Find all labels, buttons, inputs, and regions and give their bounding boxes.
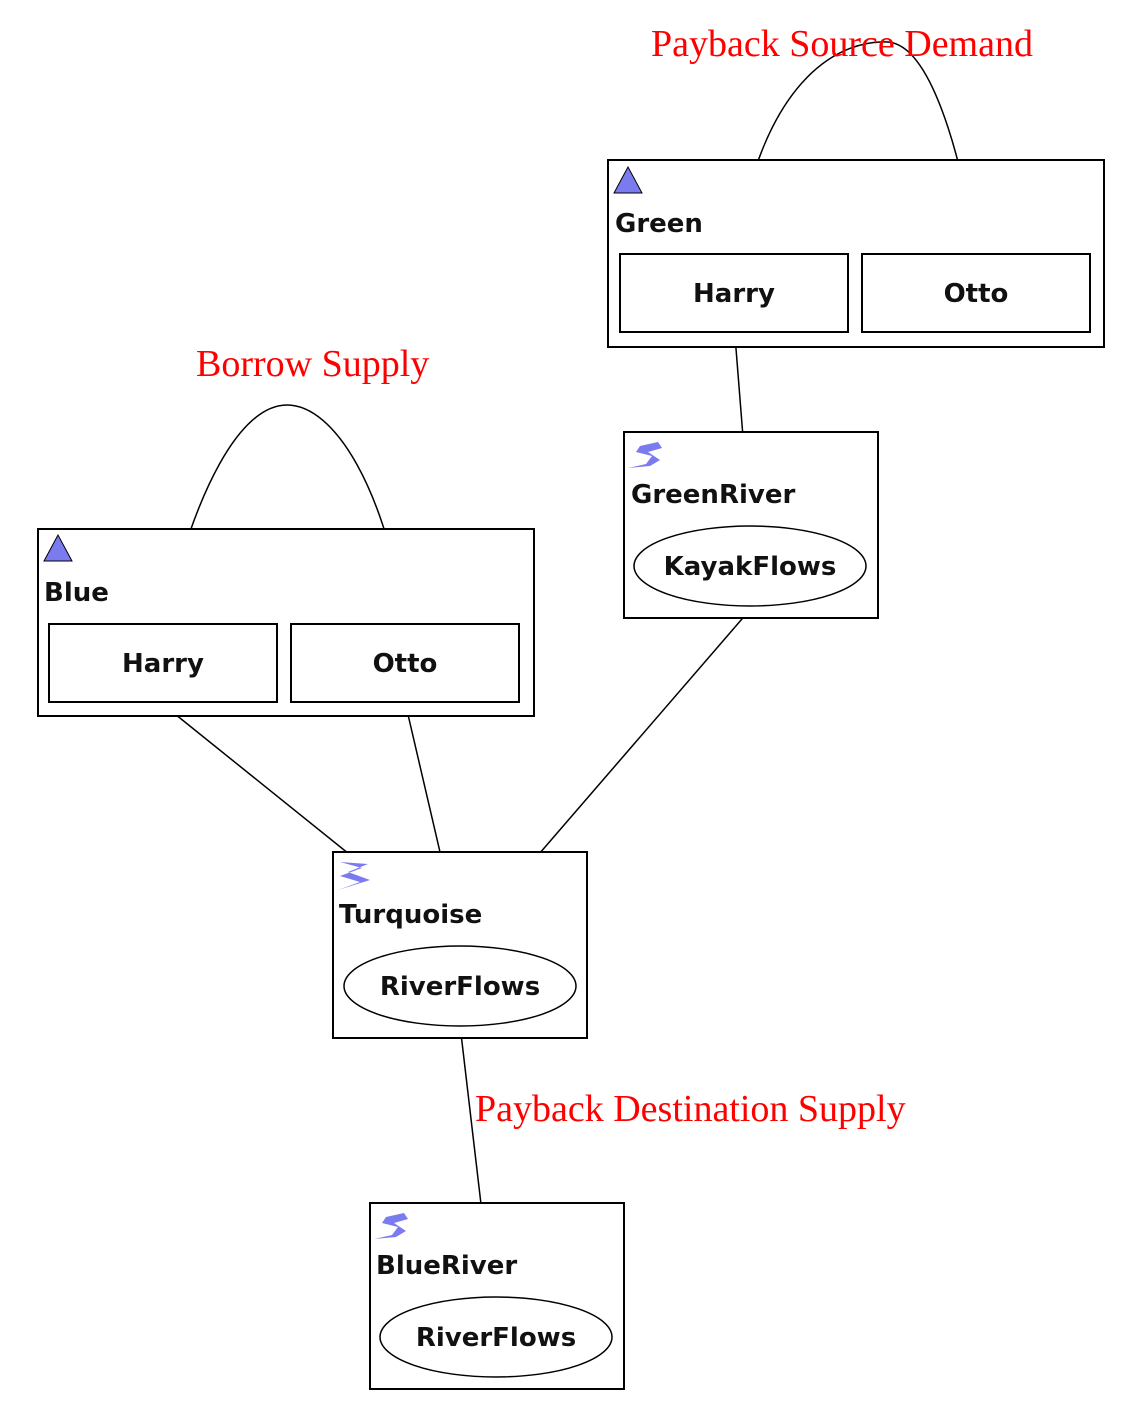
node-title: GreenRiver: [631, 480, 795, 510]
flow-kayakflows[interactable]: KayakFlows: [664, 552, 837, 582]
node-blue-river[interactable]: BlueRiver RiverFlows: [369, 1202, 625, 1390]
member-harry[interactable]: Harry: [122, 649, 204, 679]
member-otto[interactable]: Otto: [373, 649, 438, 679]
node-blue[interactable]: Blue Harry Otto: [37, 528, 535, 717]
node-turquoise[interactable]: Turquoise RiverFlows: [332, 851, 588, 1039]
node-green-river[interactable]: GreenRiver KayakFlows: [623, 431, 879, 619]
river-zigzag-icon: [338, 862, 370, 890]
triangle-icon: [613, 165, 643, 194]
node-title: Turquoise: [339, 900, 482, 930]
node-title: Blue: [44, 578, 109, 608]
node-title: BlueRiver: [376, 1251, 517, 1281]
member-harry[interactable]: Harry: [693, 279, 775, 309]
flow-riverflows[interactable]: RiverFlows: [416, 1323, 576, 1353]
river-icon: [374, 1213, 408, 1239]
member-otto[interactable]: Otto: [944, 279, 1009, 309]
node-green[interactable]: Green Harry Otto: [607, 159, 1105, 348]
edge-payback-source-demand: [732, 41, 977, 252]
node-title: Green: [615, 209, 703, 239]
triangle-icon: [43, 533, 73, 562]
edge-borrow-supply: [164, 404, 409, 622]
flow-riverflows[interactable]: RiverFlows: [380, 972, 540, 1002]
river-icon: [628, 442, 662, 468]
annotation-payback-source-demand: Payback Source Demand: [651, 23, 1033, 65]
annotation-borrow-supply: Borrow Supply: [196, 343, 429, 385]
annotation-payback-destination-supply: Payback Destination Supply: [475, 1088, 906, 1130]
